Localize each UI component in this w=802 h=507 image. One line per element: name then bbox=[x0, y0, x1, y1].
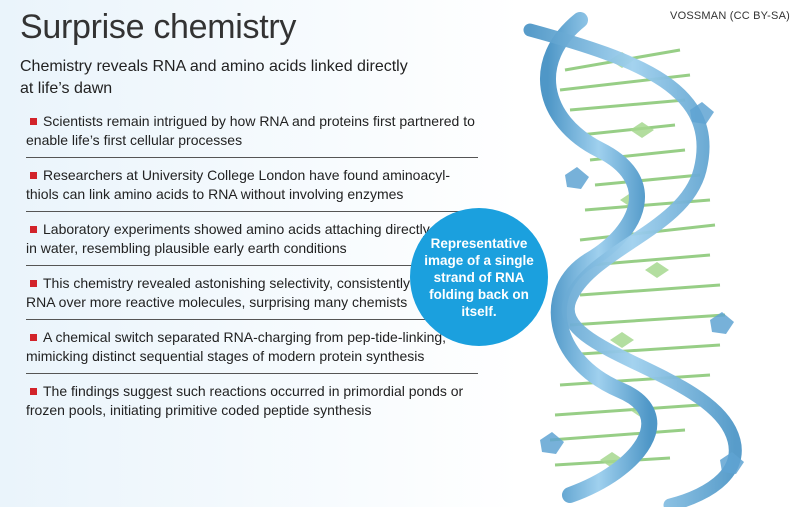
bullet-text: Laboratory experiments showed amino acid… bbox=[26, 221, 478, 256]
list-item: This chemistry revealed astonishing sele… bbox=[26, 274, 478, 320]
subtitle: Chemistry reveals RNA and amino acids li… bbox=[20, 58, 408, 97]
callout-text: Representative image of a single strand … bbox=[424, 235, 534, 319]
bullet-text: This chemistry revealed astonishing sele… bbox=[26, 275, 472, 310]
bullet-text: A chemical switch separated RNA-charging… bbox=[26, 329, 447, 364]
divider bbox=[26, 265, 478, 266]
bullet-list: Scientists remain intrigued by how RNA a… bbox=[26, 112, 478, 420]
divider bbox=[26, 157, 478, 158]
image-credit: VOSSMAN (CC BY-SA) bbox=[670, 10, 790, 22]
red-square-icon bbox=[30, 117, 37, 125]
bullet-text: Researchers at University College London… bbox=[26, 167, 450, 202]
list-item: Laboratory experiments showed amino acid… bbox=[26, 220, 478, 266]
callout-bubble: Representative image of a single strand … bbox=[410, 208, 548, 346]
list-item: Researchers at University College London… bbox=[26, 166, 478, 212]
divider bbox=[26, 211, 478, 212]
red-square-icon bbox=[30, 171, 37, 179]
list-item: Scientists remain intrigued by how RNA a… bbox=[26, 112, 478, 158]
red-square-icon bbox=[30, 225, 37, 233]
red-square-icon bbox=[30, 279, 37, 287]
rna-strand-illustration bbox=[523, 12, 744, 507]
red-square-icon bbox=[30, 387, 37, 395]
bullet-text: The findings suggest such reactions occu… bbox=[26, 383, 464, 418]
list-item: The findings suggest such reactions occu… bbox=[26, 382, 478, 420]
divider bbox=[26, 373, 478, 374]
list-item: A chemical switch separated RNA-charging… bbox=[26, 328, 478, 374]
red-square-icon bbox=[30, 333, 37, 341]
rna-backbone bbox=[540, 12, 658, 503]
page-title: Surprise chemistry bbox=[20, 8, 297, 46]
divider bbox=[26, 319, 478, 320]
bullet-text: Scientists remain intrigued by how RNA a… bbox=[26, 113, 475, 148]
